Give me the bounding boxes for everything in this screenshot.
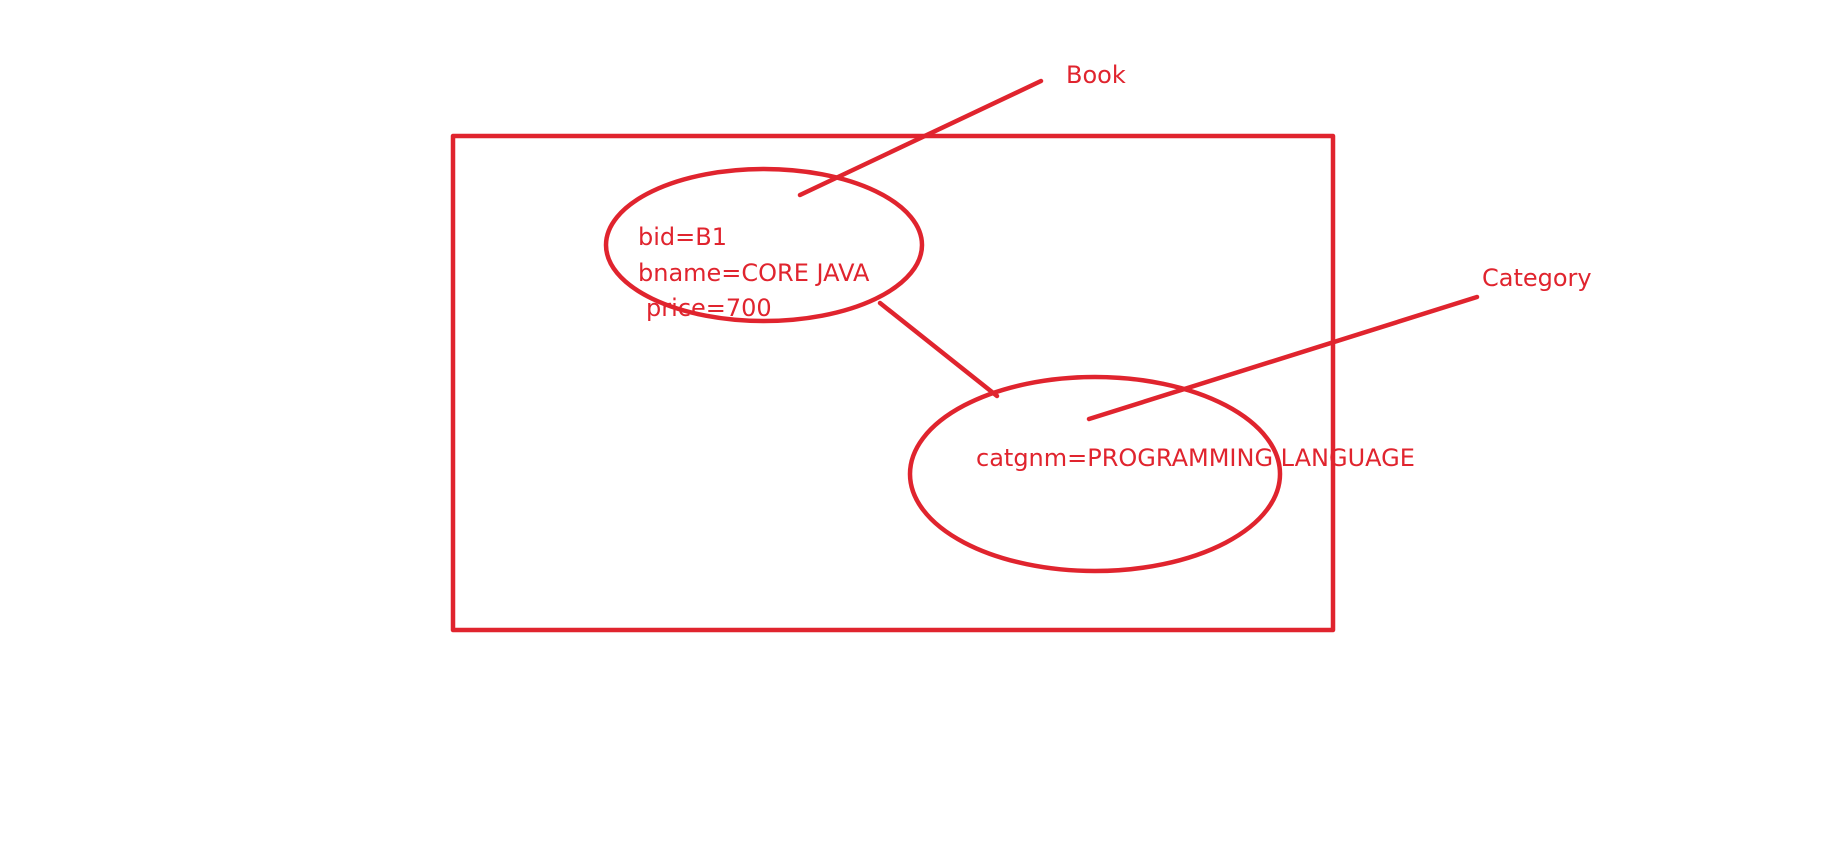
category-object-ellipse <box>907 374 1283 574</box>
book-attr-bname: bname=CORE JAVA <box>638 259 870 287</box>
category-attr-catgnm: catgnm=PROGRAMMING LANGUAGE <box>976 444 1415 472</box>
book-pointer-line <box>797 78 1044 198</box>
book-object-ellipse <box>603 166 925 324</box>
book-attr-price: price=700 <box>646 294 772 322</box>
category-pointer-line <box>1086 294 1480 422</box>
container-box <box>450 133 1336 633</box>
association-line <box>877 300 1000 399</box>
book-attr-bid: bid=B1 <box>638 223 727 251</box>
category-label: Category <box>1482 264 1592 292</box>
book-label: Book <box>1066 61 1126 89</box>
